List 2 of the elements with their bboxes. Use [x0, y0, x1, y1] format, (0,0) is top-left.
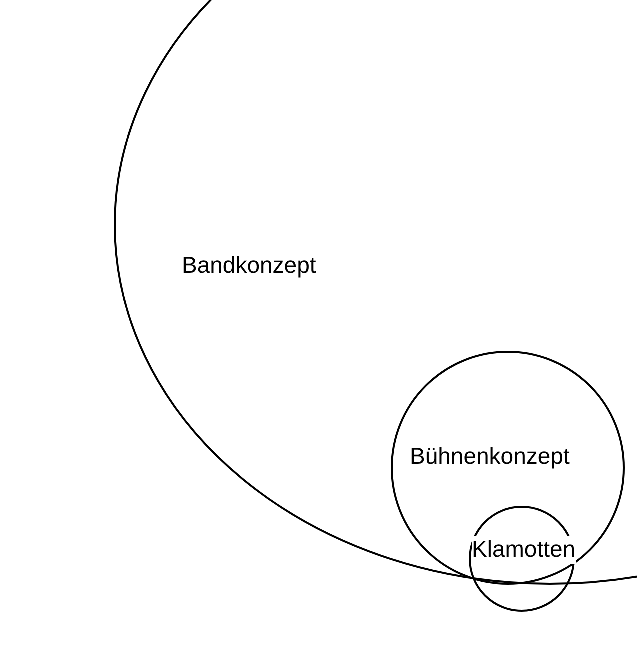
node-label: Klamotten — [472, 536, 576, 564]
venn-circle — [469, 506, 575, 612]
